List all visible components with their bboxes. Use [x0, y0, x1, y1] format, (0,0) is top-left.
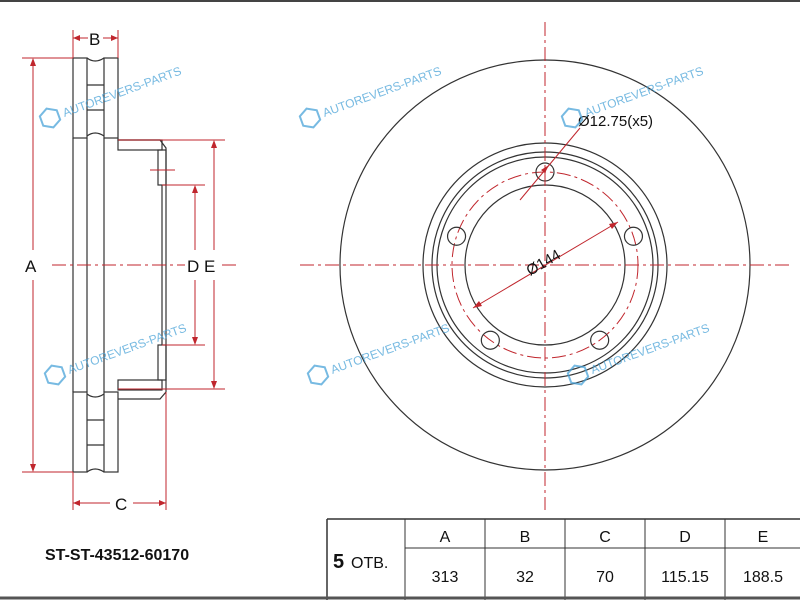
header-c: C — [599, 529, 611, 546]
bolt-hole — [590, 330, 610, 350]
value-c: 70 — [596, 569, 614, 586]
label-b: B — [89, 30, 100, 49]
label-a: A — [25, 257, 37, 276]
header-b: B — [520, 529, 531, 546]
hole-diameter-callout: Ø12.75(x5) — [578, 113, 653, 130]
label-c: C — [115, 495, 127, 514]
bolt-hole — [446, 226, 467, 246]
part-number: ST-ST-43512-60170 — [45, 547, 189, 564]
front-view: Ø12.75(x5) Ø144 — [300, 22, 790, 510]
bolt-holes — [446, 162, 644, 350]
watermark-text: AUTOREVERS-PARTS — [66, 321, 189, 377]
header-e: E — [758, 529, 769, 546]
watermark-text: AUTOREVERS-PARTS — [329, 321, 452, 377]
holes-unit: ОТВ. — [351, 555, 388, 572]
holes-count: 5 — [333, 551, 344, 573]
header-d: D — [679, 529, 691, 546]
watermark-text: AUTOREVERS-PARTS — [589, 321, 712, 377]
side-section-view: A B C D E — [22, 30, 240, 514]
watermark-text: AUTOREVERS-PARTS — [61, 64, 184, 120]
bolt-hole — [480, 330, 500, 350]
watermark-text: AUTOREVERS-PARTS — [583, 64, 706, 120]
label-d: D — [187, 257, 199, 276]
value-e: 188.5 — [743, 569, 783, 586]
value-d: 115.15 — [661, 569, 709, 586]
label-e: E — [204, 257, 215, 276]
value-b: 32 — [516, 569, 534, 586]
header-a: A — [440, 529, 451, 546]
value-a: 313 — [432, 569, 459, 586]
bolt-hole — [623, 226, 644, 246]
watermark-text: AUTOREVERS-PARTS — [321, 64, 444, 120]
spec-table: 5 ОТВ. A B C D E 313 32 70 115.15 188.5 — [0, 518, 800, 600]
pcd-callout: Ø144 — [524, 246, 564, 279]
